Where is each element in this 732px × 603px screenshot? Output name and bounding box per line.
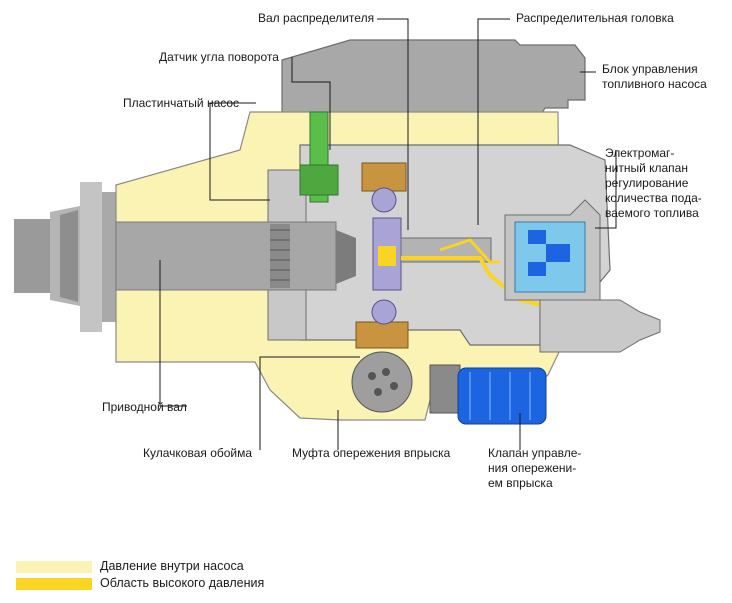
legend-label-pump-pressure: Давление внутри насоса xyxy=(100,559,244,573)
rollers xyxy=(371,187,397,325)
cam-ring xyxy=(355,162,409,349)
label-timing-device: Муфта опережения впрыска xyxy=(292,446,451,460)
leader-drive-shaft xyxy=(159,260,187,407)
timing-device xyxy=(351,351,413,413)
leader-vane-pump xyxy=(209,102,270,201)
label-vane-pump: Пластинчатый насос xyxy=(123,96,240,110)
legend-label-high-pressure: Область высокого давления xyxy=(100,576,265,590)
leader-solenoid-valve xyxy=(595,150,617,229)
leader-distributor-shaft xyxy=(377,18,409,230)
label-timing-valve: Клапан управле- ния опережени- ем впрыск… xyxy=(488,446,582,490)
drive-shaft-coupling xyxy=(14,182,116,332)
vane-pump xyxy=(299,111,339,203)
legend-swatch-high-pressure xyxy=(16,578,92,590)
leader-angle-sensor xyxy=(291,57,331,150)
label-distributor-head: Распределительная головка xyxy=(516,11,674,25)
label-solenoid-valve: Электромаг- нитный клапан регулирование … xyxy=(605,146,702,220)
label-pump-control-unit: Блок управления топливного насоса xyxy=(602,62,707,91)
timing-valve xyxy=(429,364,547,425)
drive-shaft xyxy=(115,221,356,291)
label-angle-sensor: Датчик угла поворота xyxy=(159,50,279,64)
label-cam-ring: Кулачковая обойма xyxy=(143,446,253,460)
leader-distributor-head xyxy=(477,18,510,225)
solenoid-valve xyxy=(504,199,601,301)
label-drive-shaft: Приводной вал xyxy=(102,400,187,414)
leader-lines xyxy=(159,18,617,450)
leader-cam-ring xyxy=(259,356,360,450)
label-distributor-shaft: Вал распределителя xyxy=(258,11,375,25)
legend-swatch-pump-pressure xyxy=(16,561,92,573)
fuel-outlet xyxy=(539,299,661,353)
